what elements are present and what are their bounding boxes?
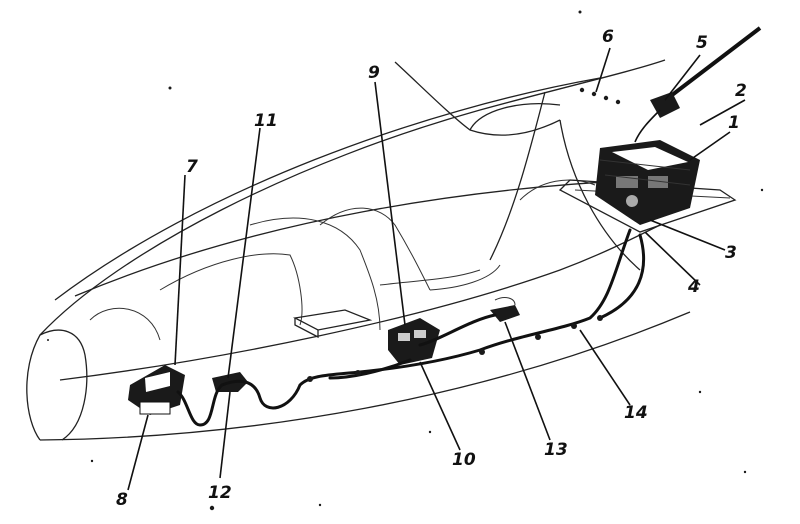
label-7: 7 [186, 157, 198, 177]
label-14: 14 [624, 403, 648, 423]
battery-assembly [558, 140, 737, 233]
label-2: 2 [735, 81, 747, 101]
label-4: 4 [687, 277, 700, 297]
label-11: 11 [254, 111, 278, 131]
label-9: 9 [368, 63, 380, 83]
label-13: 13 [544, 440, 568, 460]
leader-lines [127, 47, 746, 491]
wiring-harness [176, 228, 646, 427]
label-1: 1 [728, 113, 740, 133]
floor-plate [292, 309, 373, 339]
label-12: 12 [208, 483, 232, 503]
label-8: 8 [116, 490, 128, 510]
nose-unit [128, 365, 185, 415]
label-6: 6 [602, 27, 614, 47]
fuselage-outline [26, 59, 691, 441]
switch-13 [490, 297, 520, 322]
label-3: 3 [725, 243, 737, 263]
scan-speckles [47, 10, 764, 511]
label-5: 5 [696, 33, 708, 53]
antenna-mast [634, 26, 762, 143]
part-labels: 1 2 3 4 5 6 7 8 9 10 11 12 13 14 [116, 27, 747, 510]
rivet-row [579, 87, 621, 105]
junction-box-10 [388, 318, 440, 365]
label-10: 10 [452, 450, 476, 470]
